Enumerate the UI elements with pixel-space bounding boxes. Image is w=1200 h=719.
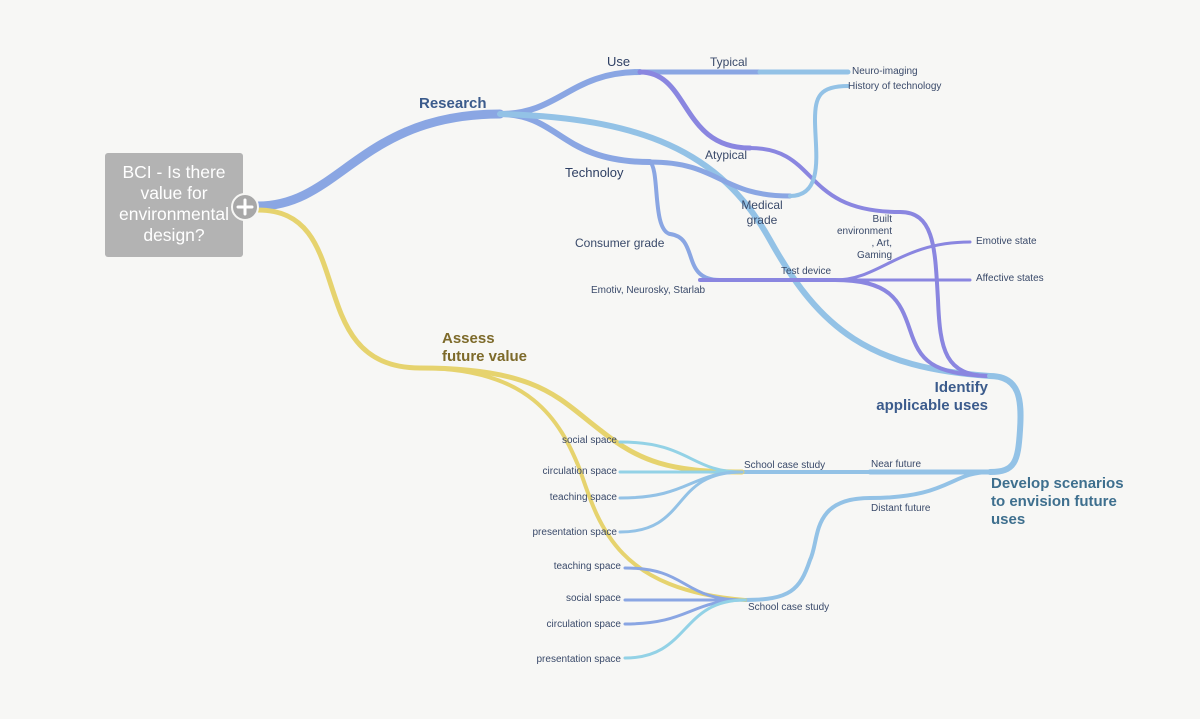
node-school-case-study-2[interactable]: School case study	[748, 602, 830, 613]
root-line-1: BCI - Is there	[122, 162, 226, 182]
branch-school2-presentation	[623, 598, 747, 660]
branch-technoloy-consumer	[648, 160, 672, 236]
root-line-3: environmental	[119, 204, 229, 224]
expand-button[interactable]	[231, 193, 259, 221]
node-medical-grade[interactable]: Medical grade	[736, 198, 788, 228]
branch-distant-school2	[743, 496, 872, 602]
branch-school2-teaching	[623, 566, 747, 602]
node-presentation-space-1[interactable]: presentation space	[532, 527, 617, 538]
node-develop-line-3: uses	[991, 511, 1026, 528]
node-consumer-grade[interactable]: Consumer grade	[575, 236, 665, 250]
branch-root-assess	[255, 207, 423, 371]
branch-develop-distant	[868, 470, 992, 500]
node-emotive-state[interactable]: Emotive state	[976, 236, 1037, 247]
root-line-4: design?	[143, 225, 205, 245]
node-near-future[interactable]: Near future	[871, 459, 922, 470]
node-medical-grade-line-2: grade	[746, 213, 778, 227]
node-identify-line-1: Identify	[934, 379, 988, 396]
branch-built-identify	[898, 210, 992, 378]
node-develop-line-1: Develop scenarios	[991, 475, 1124, 492]
node-social-space-2[interactable]: social space	[565, 593, 621, 604]
node-teaching-space-1[interactable]: teaching space	[549, 492, 617, 503]
node-technoloy[interactable]: Technoloy	[565, 165, 624, 180]
root-line-2: value for	[140, 183, 208, 203]
branch-root-research	[253, 109, 505, 211]
branch-test-identify	[833, 278, 992, 378]
node-built-environment[interactable]: Built environment , Art, Gaming	[826, 214, 892, 262]
node-distant-future[interactable]: Distant future	[871, 503, 931, 514]
node-medical-grade-line-1: Medical	[741, 198, 783, 212]
branch-research-use	[497, 69, 643, 117]
node-develop-scenarios[interactable]: Develop scenarios to envision future use…	[991, 475, 1124, 529]
branch-school2-circulation	[623, 598, 747, 626]
node-test-device[interactable]: Test device	[781, 266, 832, 277]
node-school-case-study-1[interactable]: School case study	[744, 460, 826, 471]
node-social-space-1[interactable]: social space	[561, 435, 617, 446]
node-identify-applicable-uses[interactable]: Identify applicable uses	[860, 379, 988, 415]
node-typical[interactable]: Typical	[710, 55, 748, 69]
node-history-of-technology[interactable]: History of technology	[848, 81, 942, 92]
branch-research-identify	[497, 111, 993, 379]
node-emotiv[interactable]: Emotiv, Neurosky, Starlab	[591, 285, 706, 296]
node-develop-line-2: to envision future	[991, 493, 1117, 510]
node-neuro-imaging[interactable]: Neuro-imaging	[852, 66, 918, 77]
node-use[interactable]: Use	[607, 54, 631, 69]
node-built-line-2: environment	[836, 226, 892, 237]
plus-circle-icon	[236, 198, 254, 216]
branch-school1-teaching	[618, 470, 744, 500]
node-affective-states[interactable]: Affective states	[976, 273, 1044, 284]
node-built-line-3: , Art,	[871, 238, 892, 249]
branch-assess-school2	[418, 366, 747, 602]
branch-medical-history	[788, 84, 850, 198]
node-assess-line-2: future value	[442, 348, 528, 365]
branch-test-emotive	[833, 240, 972, 282]
node-atypical[interactable]: Atypical	[705, 148, 748, 162]
branch-assess-school1	[417, 365, 745, 475]
node-teaching-space-2[interactable]: teaching space	[553, 561, 621, 572]
root-topic[interactable]: BCI - Is there value for environmental d…	[105, 153, 243, 257]
node-assess-future-value[interactable]: Assess future value	[442, 330, 527, 366]
branch-consumer-emotiv	[668, 232, 722, 282]
node-presentation-space-2[interactable]: presentation space	[536, 654, 621, 665]
node-identify-line-2: applicable uses	[876, 397, 988, 414]
branch-technoloy-medical	[647, 159, 793, 199]
node-assess-line-1: Assess	[442, 330, 495, 347]
node-built-line-1: Built	[872, 214, 892, 225]
node-circulation-space-1[interactable]: circulation space	[542, 466, 617, 477]
branch-school1-presentation	[618, 470, 744, 534]
branch-use-atypical	[637, 69, 753, 151]
node-circulation-space-2[interactable]: circulation space	[546, 619, 621, 630]
node-research[interactable]: Research	[419, 95, 487, 112]
branch-identify-develop	[987, 373, 1024, 475]
node-built-line-4: Gaming	[856, 250, 892, 261]
